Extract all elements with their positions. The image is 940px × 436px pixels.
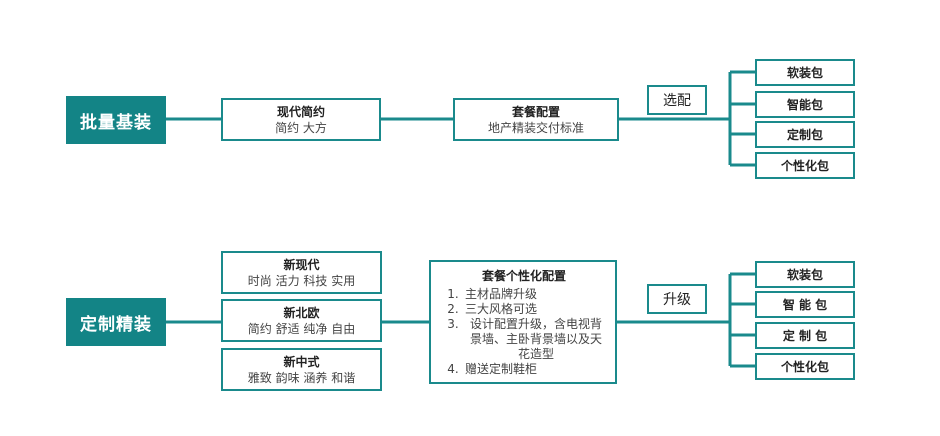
- leaf-label: 定制包: [786, 128, 823, 142]
- leaf-label: 个性化包: [780, 159, 829, 173]
- style-new-chinese: 新中式 雅致 韵味 涵养 和谐: [221, 348, 382, 391]
- package-item-list: 1. 主材品牌升级 2. 三大风格可选 3. 设计配置升级，含电视背景墙、主卧背景墙以…: [441, 287, 607, 377]
- leaf-smart: 智 能 包: [755, 291, 855, 318]
- style-subtitle: 雅致 韵味 涵养 和谐: [247, 370, 356, 385]
- leaf-label: 智 能 包: [782, 298, 828, 312]
- list-item-number: 3.: [447, 317, 459, 331]
- tag-label: 选配: [663, 93, 691, 109]
- style-title: 新北欧: [283, 305, 320, 320]
- style-modern-simple: 现代简约 简约 大方: [221, 98, 381, 141]
- category-custom-fine: 定制精装: [66, 298, 166, 346]
- leaf-soft-furnishing: 软装包: [755, 59, 855, 86]
- package-config: 套餐配置 地产精装交付标准: [453, 98, 619, 141]
- package-subtitle: 地产精装交付标准: [487, 120, 584, 135]
- list-item-text: 赠送定制鞋柜: [465, 362, 538, 376]
- style-title: 新现代: [283, 257, 320, 272]
- tag-label: 升级: [663, 292, 691, 308]
- leaf-label: 个性化包: [780, 360, 829, 374]
- category-label: 批量基装: [80, 112, 152, 133]
- leaf-soft-furnishing: 软装包: [755, 261, 855, 288]
- leaf-label: 软装包: [786, 66, 823, 80]
- list-item: 2. 三大风格可选: [441, 302, 607, 317]
- leaf-personalized: 个性化包: [755, 152, 855, 179]
- list-item-number: 2.: [447, 302, 459, 316]
- style-subtitle: 时尚 活力 科技 实用: [247, 273, 356, 288]
- category-batch-basic: 批量基装: [66, 96, 166, 144]
- package-personalized-config: 套餐个性化配置 1. 主材品牌升级 2. 三大风格可选 3. 设计配置升级，含电视背景…: [429, 260, 617, 384]
- style-new-modern: 新现代 时尚 活力 科技 实用: [221, 251, 382, 294]
- leaf-label: 智能包: [786, 98, 823, 112]
- category-label: 定制精装: [80, 314, 152, 335]
- list-item: 4. 赠送定制鞋柜: [441, 362, 607, 377]
- list-item-text: 设计配置升级，含电视背景墙、主卧背景墙以及天花造型: [469, 317, 602, 361]
- list-item: 3. 设计配置升级，含电视背景墙、主卧背景墙以及天花造型: [441, 317, 607, 362]
- leaf-label: 软装包: [786, 268, 823, 282]
- leaf-smart: 智能包: [755, 91, 855, 118]
- leaf-label: 定 制 包: [782, 329, 828, 343]
- tag-upgrade: 升级: [647, 284, 707, 314]
- style-subtitle: 简约 大方: [275, 120, 327, 135]
- list-item-text: 主材品牌升级: [465, 287, 538, 301]
- style-subtitle: 简约 舒适 纯净 自由: [247, 321, 356, 336]
- package-title: 套餐个性化配置: [481, 269, 566, 283]
- list-item-number: 4.: [447, 362, 459, 376]
- leaf-custom: 定 制 包: [755, 322, 855, 349]
- style-new-nordic: 新北欧 简约 舒适 纯净 自由: [221, 299, 382, 342]
- leaf-personalized: 个性化包: [755, 353, 855, 380]
- list-item-number: 1.: [447, 287, 459, 301]
- list-item-text: 三大风格可选: [465, 302, 538, 316]
- style-title: 新中式: [283, 354, 320, 369]
- tag-optional: 选配: [647, 85, 707, 115]
- leaf-custom: 定制包: [755, 121, 855, 148]
- list-item: 1. 主材品牌升级: [441, 287, 607, 302]
- package-title: 套餐配置: [511, 104, 560, 119]
- style-title: 现代简约: [276, 104, 325, 119]
